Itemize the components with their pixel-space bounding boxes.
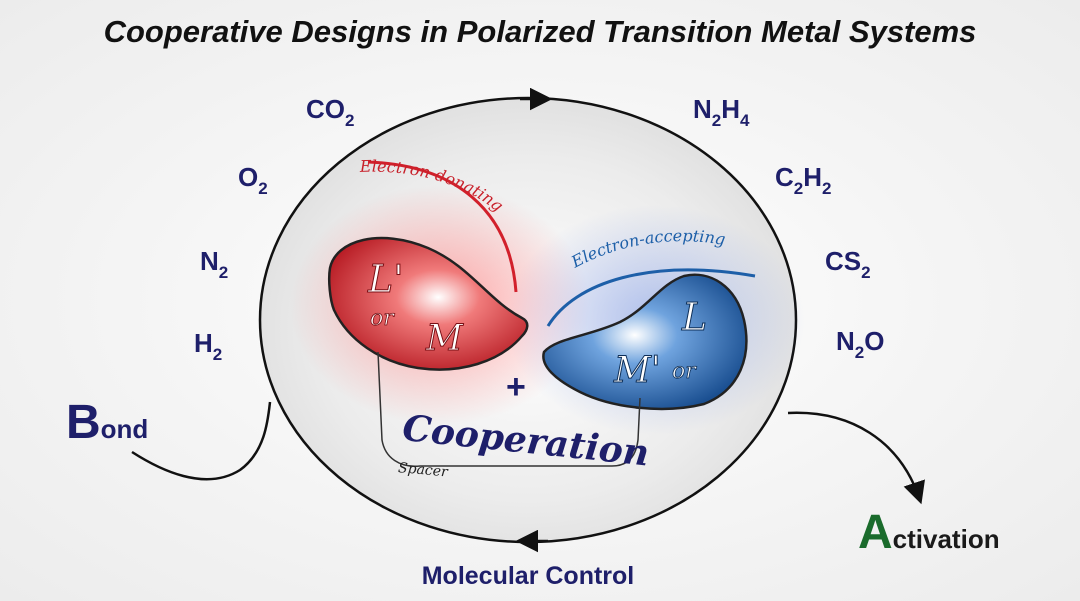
molecule-o2: O2 [238, 162, 268, 198]
molecule-n2h4: N2H4 [693, 94, 750, 130]
accepting-arc [546, 268, 756, 327]
red-unit-shape [327, 236, 529, 371]
svg-text:CO2: CO2 [306, 94, 354, 130]
blue-unit-top: L [681, 295, 707, 339]
blue-unit-bottom: M' [613, 350, 661, 391]
blue-unit-shape [542, 273, 748, 411]
molecule-c2h2: C2H2 [775, 162, 832, 198]
bond-arrow-curve [131, 401, 272, 481]
red-unit-bottom: M [425, 318, 464, 359]
activation-arrow-curve [787, 411, 925, 505]
svg-text:O2: O2 [238, 162, 268, 198]
svg-text:N2H4: N2H4 [693, 94, 750, 130]
bond-label: Bond [66, 396, 148, 449]
donating-arc [367, 160, 518, 293]
molecule-cs2: CS2 [825, 246, 871, 282]
svg-text:H2: H2 [194, 328, 222, 364]
molecule-co2: CO2 [306, 94, 354, 130]
molecule-n2: N2 [200, 246, 228, 282]
diagram-title: Cooperative Designs in Polarized Transit… [104, 14, 977, 49]
spacer-connector [377, 351, 641, 467]
red-unit-or: or [370, 306, 395, 331]
blue-unit-or: or [672, 359, 697, 384]
svg-text:C2H2: C2H2 [775, 162, 832, 198]
red-unit-top: L' [367, 257, 404, 301]
spacer-label: Spacer [397, 460, 449, 480]
activation-label: Activation [858, 506, 1000, 559]
svg-text:N2: N2 [200, 246, 228, 282]
molecular-control-label: Molecular Control [422, 562, 635, 590]
molecule-h2: H2 [194, 328, 222, 364]
plus-sign: + [506, 368, 526, 406]
svg-text:CS2: CS2 [825, 246, 871, 282]
svg-text:N2O: N2O [836, 326, 884, 362]
molecule-n2o: N2O [836, 326, 884, 362]
